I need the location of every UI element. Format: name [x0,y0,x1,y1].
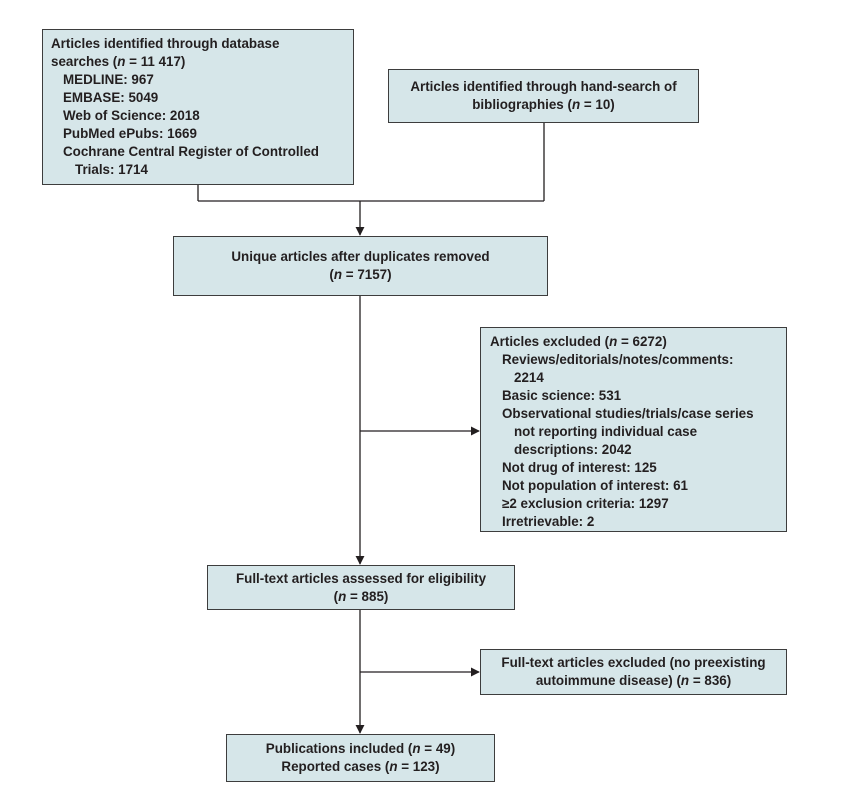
db-search-title: Articles identified through database [51,36,280,51]
fulltext-assessed-box: Full-text articles assessed for eligibil… [207,565,515,610]
database-search-box: Articles identified through database sea… [42,29,354,185]
hand-search-box: Articles identified through hand-search … [388,69,699,123]
excluded-reason-item: Observational studies/trials/case series [502,406,754,421]
excluded-reason-item: ≥2 exclusion criteria: 1297 [502,496,669,511]
source-cochrane: Cochrane Central Register of Controlled [63,144,319,159]
unique-articles-box: Unique articles after duplicates removed… [173,236,548,296]
source-pubmed-epubs: PubMed ePubs: 1669 [63,126,197,141]
fulltext-assessed-title: Full-text articles assessed for eligibil… [235,570,487,586]
fulltext-excluded-box: Full-text articles excluded (no preexist… [480,649,787,695]
source-medline: MEDLINE: 967 [63,72,154,87]
excluded-reason-item: Reviews/editorials/notes/comments: [502,352,734,367]
excluded-reason-item: descriptions: 2042 [514,442,632,457]
source-web-of-science: Web of Science: 2018 [63,108,200,123]
publications-included-box: Publications included (n = 49) Reported … [226,734,495,782]
db-search-count: searches (n = 11 417) [51,54,186,69]
fulltext-excluded-title: Full-text articles excluded (no preexist… [501,655,766,670]
source-embase: EMBASE: 5049 [63,90,159,105]
reported-cases-count: Reported cases (n = 123) [281,759,440,774]
excluded-title: Articles excluded (n = 6272) [490,334,667,349]
hand-search-title: Articles identified through hand-search … [410,79,677,94]
articles-excluded-box: Articles excluded (n = 6272) Reviews/edi… [480,327,787,532]
unique-articles-count: (n = 7157) [329,267,392,282]
excluded-reason-item: Not drug of interest: 125 [502,460,657,475]
excluded-reason-item: Basic science: 531 [502,388,622,403]
publications-included-count: Publications included (n = 49) [265,741,456,756]
fulltext-excluded-count: autoimmune disease) (n = 836) [535,673,732,688]
source-cochrane-count: Trials: 1714 [75,162,148,177]
excluded-reason-item: Irretrievable: 2 [502,514,595,529]
excluded-reason-item: 2214 [514,370,544,385]
excluded-reason-item: Not population of interest: 61 [502,478,688,493]
fulltext-assessed-count: (n = 885) [333,588,389,604]
excluded-reason-item: not reporting individual case [514,424,698,439]
hand-search-count: bibliographies (n = 10) [472,97,615,112]
unique-articles-title: Unique articles after duplicates removed [231,249,490,264]
